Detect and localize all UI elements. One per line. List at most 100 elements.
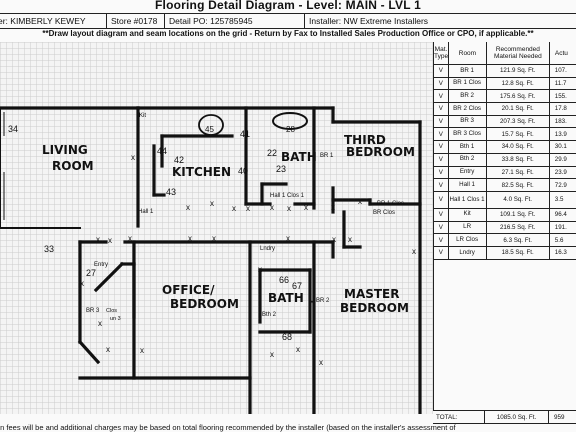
actual-cell: 191. <box>554 223 567 231</box>
plan-label-n34: 34 <box>8 124 18 134</box>
recommended-cell: 207.3 Sq. Ft. <box>487 115 550 128</box>
recommended-cell: 216.5 Sq. Ft. <box>487 221 550 234</box>
mat-type-cell: V <box>434 90 449 103</box>
recommended-cell: 34.0 Sq. Ft. <box>487 141 550 153</box>
installer-name: Installer: NW Extreme Installers <box>309 16 429 26</box>
x-mark: x <box>131 153 135 162</box>
plan-label-n28: 28 <box>286 125 295 134</box>
room-cell: LR <box>449 221 487 234</box>
instructions: **Draw layout diagram and seam locations… <box>42 29 534 38</box>
room-third-2: BEDROOM <box>346 145 415 159</box>
plan-label-br1clos: BR 1 Clos <box>377 201 404 207</box>
room-third: THIRD <box>344 133 386 147</box>
detail-po: Detail PO: 125785945 <box>165 14 305 28</box>
room-cell: BR 2 Clos <box>449 103 487 115</box>
x-mark: x <box>186 203 190 212</box>
room-bath1: BATH <box>281 150 317 164</box>
recommended-cell: 175.6 Sq. Ft. <box>487 90 550 103</box>
actual-cell: 155. <box>554 92 567 100</box>
actual-cell: 30.1 <box>554 143 567 151</box>
info-row: er: KIMBERLY KEWEY Store #0178 Detail PO… <box>0 13 576 29</box>
mat-type-cell: V <box>434 128 449 141</box>
mat-type-cell: V <box>434 103 449 115</box>
room-cell: Lndry <box>449 246 487 259</box>
room-cell: Entry <box>449 166 487 179</box>
mat-type-cell: V <box>434 153 449 166</box>
plan-label-n44: 44 <box>157 146 167 156</box>
header-room: Room <box>449 42 487 64</box>
room-bath2: BATH <box>268 291 304 305</box>
mat-type-cell: V <box>434 246 449 259</box>
mat-type-cell: V <box>434 179 449 191</box>
room-cell: Hall 1 Clos 1 <box>449 191 487 208</box>
plan-label-br3: BR 3 <box>86 308 100 314</box>
plan-label-bth2: Bth 2 <box>262 312 277 318</box>
x-mark: x <box>210 199 214 208</box>
recommended-cell: 18.5 Sq. Ft. <box>487 246 550 259</box>
room-cell: Hall 1 <box>449 179 487 191</box>
x-mark: x <box>319 358 323 367</box>
plan-label-br3clos: Clos <box>106 308 117 314</box>
recommended-cell: 4.0 Sq. Ft. <box>487 191 550 208</box>
x-mark: x <box>412 247 416 256</box>
plan-label-hall1: Hall 1 <box>138 209 154 215</box>
actual-cell: 29.9 <box>554 156 567 164</box>
plan-label-n68: 68 <box>282 332 292 342</box>
plan-label-n67: 67 <box>292 281 302 291</box>
actual-cell: 3.5 <box>554 196 564 204</box>
plan-label-hall1clos: Hall 1 Clos 1 <box>270 193 305 199</box>
actual-cell: 16.3 <box>554 249 567 257</box>
diagram-grid <box>0 42 433 414</box>
x-mark: x <box>331 203 335 212</box>
recommended-cell: 12.8 Sq. Ft. <box>487 77 550 90</box>
total-value: 1085.0 Sq. Ft. <box>485 411 549 423</box>
x-mark: x <box>286 234 290 243</box>
actual-cell: 96.4 <box>554 211 567 219</box>
x-mark: x <box>270 203 274 212</box>
plan-label-n66: 66 <box>279 275 289 285</box>
mat-type-cell: V <box>434 234 449 246</box>
sink-oval <box>198 114 224 136</box>
actual-cell: 13.9 <box>554 130 567 138</box>
room-office-2: BEDROOM <box>170 297 239 311</box>
room-cell: Kit <box>449 208 487 221</box>
recommended-cell: 20.1 Sq. Ft. <box>487 103 550 115</box>
plan-label-n43: 43 <box>166 187 176 197</box>
x-mark: x <box>106 345 110 354</box>
room-master: MASTER <box>344 287 400 301</box>
room-cell: BR 1 <box>449 65 487 77</box>
x-mark: x <box>310 297 314 306</box>
x-mark: x <box>140 346 144 355</box>
customer-name: er: KIMBERLY KEWEY <box>0 14 107 28</box>
x-mark: x <box>258 265 262 274</box>
x-mark: x <box>188 234 192 243</box>
recommended-cell: 33.8 Sq. Ft. <box>487 153 550 166</box>
plan-label-n22: 22 <box>267 148 277 158</box>
room-cell: Bth 1 <box>449 141 487 153</box>
room-living-2: ROOM <box>52 159 94 173</box>
room-living: LIVING <box>42 143 88 157</box>
x-mark: x <box>232 204 236 213</box>
recommended-cell: 27.1 Sq. Ft. <box>487 166 550 179</box>
mat-type-cell: V <box>434 221 449 234</box>
total-label: TOTAL: <box>433 411 485 423</box>
mat-type-cell: V <box>434 65 449 77</box>
x-mark: x <box>246 204 250 213</box>
plan-label-n23: 23 <box>276 164 286 174</box>
x-mark: x <box>332 235 336 244</box>
mat-type-cell: V <box>434 115 449 128</box>
room-cell: BR 2 <box>449 90 487 103</box>
header-actual: Actu <box>554 49 568 57</box>
header-mat-type: Mat. Type <box>434 42 449 64</box>
actual-cell: 72.9 <box>554 181 567 189</box>
plan-label-n45: 45 <box>205 125 214 134</box>
